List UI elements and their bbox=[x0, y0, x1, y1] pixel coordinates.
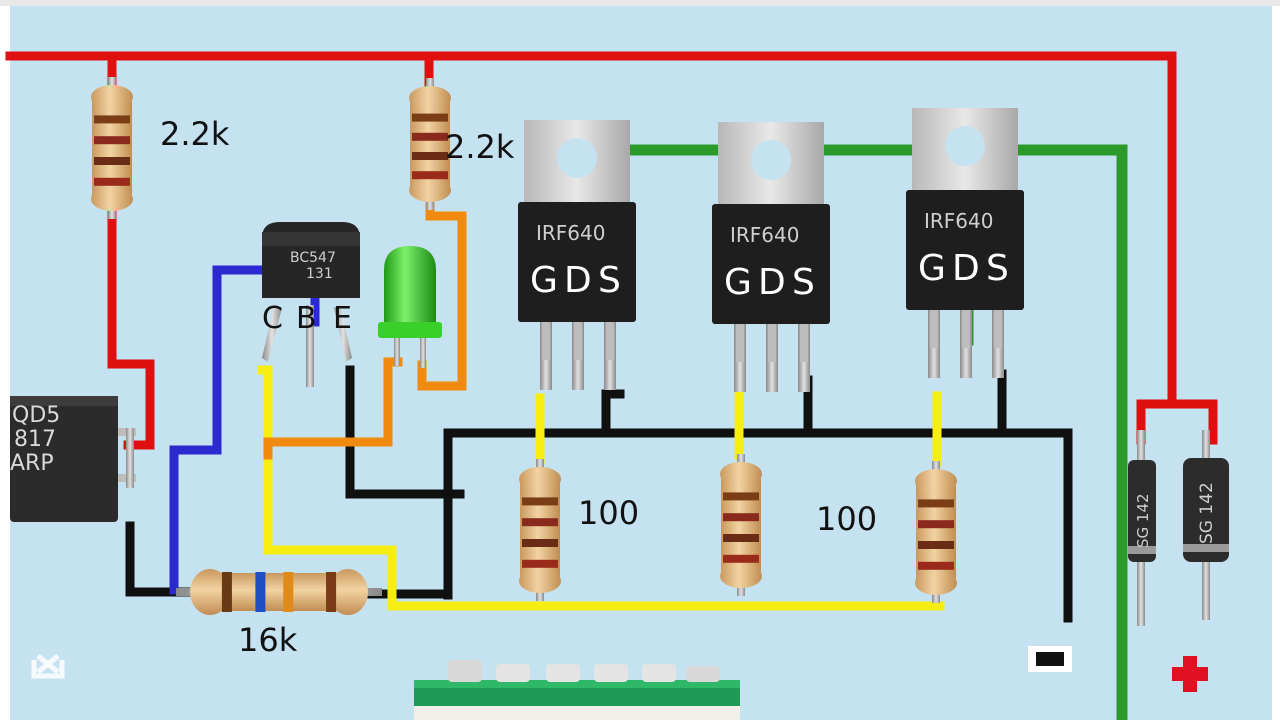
label-r-left: 2.2k bbox=[160, 115, 230, 153]
diode-2: SG 142 bbox=[1183, 430, 1229, 620]
opto-marking-line2: 817 bbox=[14, 427, 56, 452]
led-green bbox=[378, 246, 442, 368]
mosfet-3-pin-g: G bbox=[918, 248, 946, 289]
bc547-marking-line2: 131 bbox=[306, 266, 333, 282]
label-r-right: 2.2k bbox=[445, 128, 515, 166]
resistor-gate-3 bbox=[915, 461, 957, 603]
resistor-base-16k bbox=[176, 569, 382, 615]
mosfet-1-marking: IRF640 bbox=[536, 221, 605, 245]
mosfet-1-pin-s: S bbox=[598, 260, 621, 301]
bc547-marking-line1: BC547 bbox=[290, 250, 336, 266]
mosfet-1-pin-d: D bbox=[564, 260, 592, 301]
wire-black-mos1-source bbox=[601, 389, 625, 438]
wire-yellow-drive bbox=[257, 365, 945, 611]
transistor-bc547: BC547 131 C B E bbox=[262, 222, 360, 387]
diagram-background bbox=[10, 6, 1272, 720]
terminal-plus bbox=[1172, 656, 1208, 692]
resistor-gate-1 bbox=[519, 459, 561, 601]
wire-red-diodes bbox=[1136, 399, 1218, 445]
diode-1: SG 142 bbox=[1128, 430, 1156, 626]
wire-orange-collector-led bbox=[263, 357, 403, 460]
frame-top bbox=[0, 0, 1280, 6]
bc547-pin-b: B bbox=[296, 301, 317, 336]
mosfet-2-pin-s: S bbox=[792, 262, 815, 303]
resistor-right-2k2 bbox=[409, 78, 451, 210]
wire-red-top-rail bbox=[5, 51, 1177, 405]
mosfet-1-pin-g: G bbox=[530, 260, 558, 301]
bc547-pin-e: E bbox=[333, 301, 352, 336]
opto-marking-line3: ARP bbox=[10, 451, 54, 476]
label-r-gate-a: 100 bbox=[578, 494, 639, 532]
bc547-pin-c: C bbox=[262, 301, 283, 336]
resistor-left-2k2 bbox=[91, 77, 133, 219]
mosfet-2-pin-d: D bbox=[758, 262, 786, 303]
resistor-gate-2 bbox=[720, 454, 762, 596]
terminal-minus bbox=[1028, 646, 1072, 672]
opto-marking-line1: QD5 bbox=[12, 403, 60, 428]
watermark-logo bbox=[31, 654, 65, 679]
diode-2-marking: SG 142 bbox=[1197, 482, 1217, 544]
mosfet-3-marking: IRF640 bbox=[924, 209, 993, 233]
wire-orange-led-res bbox=[417, 200, 467, 391]
label-r-gate-b: 100 bbox=[816, 500, 877, 538]
mosfet-2-pin-g: G bbox=[724, 262, 752, 303]
mosfet-2-marking: IRF640 bbox=[730, 223, 799, 247]
diode-1-marking: SG 142 bbox=[1134, 493, 1152, 548]
wire-black-emitter bbox=[345, 365, 465, 499]
mosfet-3-pin-d: D bbox=[952, 248, 980, 289]
optocoupler-pc817: QD5 817 ARP bbox=[10, 396, 136, 522]
wire-black-ground-bus bbox=[443, 428, 1073, 623]
mosfet-3-pin-s: S bbox=[986, 248, 1009, 289]
wire-red-to-opto bbox=[107, 207, 155, 450]
battery bbox=[414, 660, 740, 720]
label-r-base: 16k bbox=[238, 621, 298, 659]
